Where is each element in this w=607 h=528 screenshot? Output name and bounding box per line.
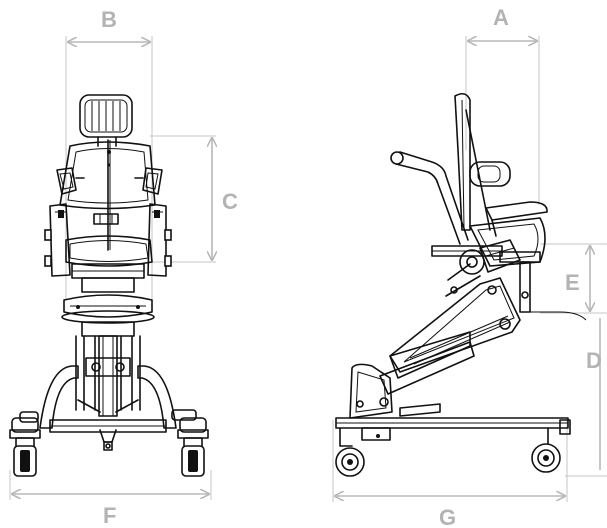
label-g: G xyxy=(439,505,456,528)
front-view-column xyxy=(61,294,155,417)
label-c: C xyxy=(222,189,238,214)
dimension-lines xyxy=(9,36,607,502)
label-d: D xyxy=(586,348,602,373)
side-view-frame xyxy=(349,277,521,419)
label-a: A xyxy=(493,5,509,30)
label-f: F xyxy=(103,503,116,528)
front-view-seat xyxy=(44,94,172,293)
side-view-seat xyxy=(390,92,587,321)
label-b: B xyxy=(101,7,117,32)
label-e: E xyxy=(565,270,580,295)
front-view-base xyxy=(9,365,209,477)
side-view-base xyxy=(335,417,571,477)
